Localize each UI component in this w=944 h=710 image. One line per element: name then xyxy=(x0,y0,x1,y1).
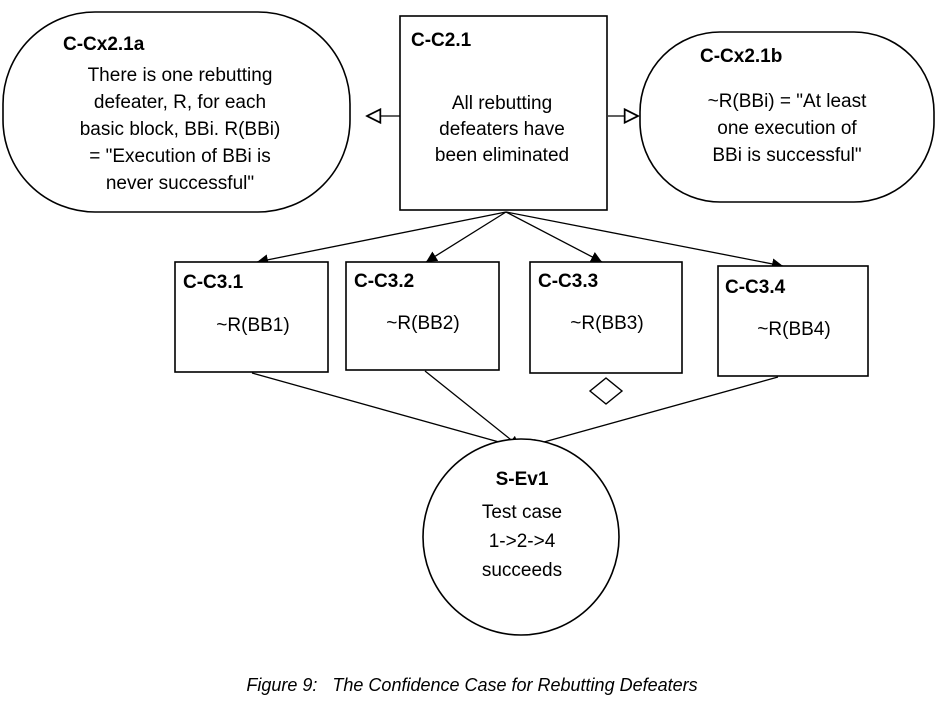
c3-3-id: C-C3.3 xyxy=(538,271,598,292)
figure-caption: Figure 9: The Confidence Case for Rebutt… xyxy=(246,675,697,695)
edge-claim-c2 xyxy=(425,211,507,263)
evidence-line-1: Test case xyxy=(482,502,562,523)
claim-line-1: All rebutting xyxy=(452,93,552,114)
evidence-node-s-ev1: S-Ev1 Test case 1->2->4 succeeds xyxy=(422,438,620,636)
context-a-line-1: There is one rebutting xyxy=(88,65,273,86)
c3-2-id: C-C3.2 xyxy=(354,271,414,292)
edge-c2-evidence xyxy=(424,370,521,448)
claim-line-3: been eliminated xyxy=(435,145,569,166)
edge-claim-c3 xyxy=(505,211,603,263)
edge-c4-evidence xyxy=(525,376,779,450)
c3-4-id: C-C3.4 xyxy=(725,277,786,298)
c3-4-text: ~R(BB4) xyxy=(757,319,830,340)
claim-node-c3-3: C-C3.3 ~R(BB3) xyxy=(529,261,683,374)
claim-node-c3-4: C-C3.4 ~R(BB4) xyxy=(717,265,869,377)
context-b-line-2: one execution of xyxy=(717,118,857,139)
c3-2-text: ~R(BB2) xyxy=(386,313,459,334)
context-a-line-3: basic block, BBi. R(BBi) xyxy=(80,119,281,140)
evidence-id: S-Ev1 xyxy=(496,469,549,490)
context-a-id: C-Cx2.1a xyxy=(63,34,145,55)
context-a-line-4: = "Execution of BBi is xyxy=(89,146,271,167)
c3-1-text: ~R(BB1) xyxy=(216,315,289,336)
edge-claim-c4 xyxy=(505,211,784,270)
context-a-line-5: never successful" xyxy=(106,173,254,194)
evidence-line-2: 1->2->4 xyxy=(489,531,556,552)
claim-node-c3-2: C-C3.2 ~R(BB2) xyxy=(345,261,500,371)
claim-node-c3-1: C-C3.1 ~R(BB1) xyxy=(174,261,329,373)
edge-c1-evidence xyxy=(251,372,518,450)
context-b-id: C-Cx2.1b xyxy=(700,46,782,67)
undeveloped-diamond xyxy=(588,377,624,405)
claim-line-2: defeaters have xyxy=(439,119,565,140)
evidence-line-3: succeeds xyxy=(482,560,562,581)
claim-id: C-C2.1 xyxy=(411,30,472,51)
context-b-line-3: BBi is successful" xyxy=(712,145,861,166)
c3-1-id: C-C3.1 xyxy=(183,272,244,293)
context-node-a: C-Cx2.1a There is one rebutting defeater… xyxy=(2,11,351,213)
context-a-line-2: defeater, R, for each xyxy=(94,92,266,113)
edge-claim-c1 xyxy=(256,211,507,266)
c3-3-text: ~R(BB3) xyxy=(570,313,643,334)
claim-node-c2-1: C-C2.1 All rebutting defeaters have been… xyxy=(399,15,608,211)
context-node-b: C-Cx2.1b ~R(BBi) = "At least one executi… xyxy=(639,31,935,203)
context-b-line-1: ~R(BBi) = "At least xyxy=(708,91,868,112)
